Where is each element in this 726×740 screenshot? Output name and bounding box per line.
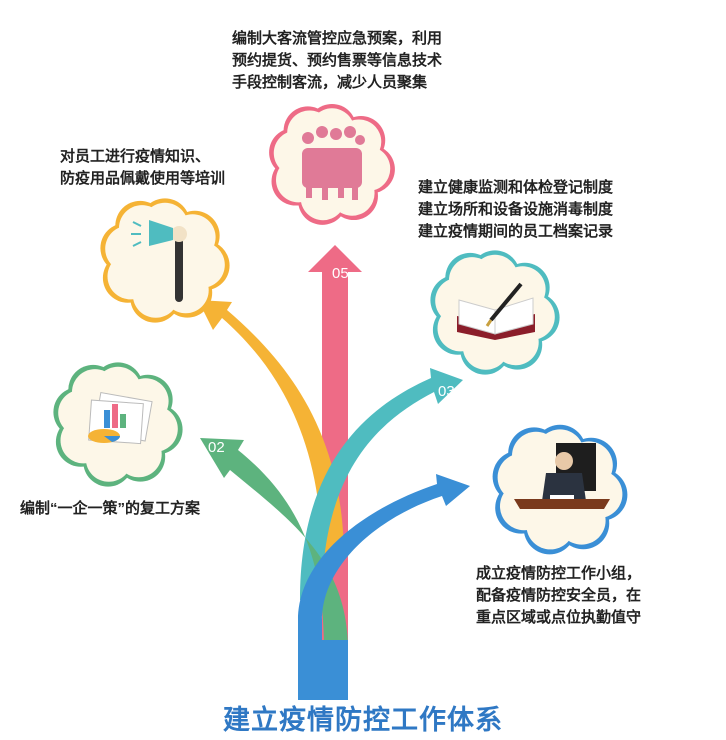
caption-01-line-3: 重点区域或点位执勤值守	[476, 609, 642, 626]
caption-05-line-3: 手段控制客流，减少人员聚集	[232, 74, 428, 91]
caption-03-line-2: 建立场所和设备设施消毒制度	[418, 201, 614, 218]
step-number-05: 05	[332, 265, 349, 282]
caption-03: 建立健康监测和体检登记制度 建立场所和设备设施消毒制度 建立疫情期间的员工档案记…	[418, 177, 613, 243]
cloud-02	[53, 362, 183, 487]
caption-02-line-1: 编制“一企一策”的复工方案	[20, 500, 201, 517]
caption-01-line-1: 成立疫情防控工作小组，	[476, 565, 642, 582]
caption-01-line-2: 配备疫情防控安全员，在	[476, 587, 642, 604]
cloud-05	[269, 103, 395, 225]
diagram-title: 建立疫情防控工作体系	[223, 705, 503, 735]
branch-02	[200, 438, 348, 650]
notebook-pen-icon	[457, 282, 535, 340]
caption-05-line-1: 编制大客流管控应急预案，利用	[232, 30, 443, 47]
step-number-04: 04	[210, 327, 227, 344]
caption-05: 编制大客流管控应急预案，利用 预约提货、预约售票等信息技术 手段控制客流，减少人…	[232, 28, 442, 94]
caption-04: 对员工进行疫情知识、 防疫用品佩戴使用等培训	[60, 146, 225, 190]
step-number-03: 03	[438, 383, 455, 400]
caption-01: 成立疫情防控工作小组， 配备疫情防控安全员，在 重点区域或点位执勤值守	[476, 563, 641, 629]
cloud-03	[430, 250, 560, 375]
branch-01	[298, 474, 470, 700]
caption-04-line-2: 防疫用品佩戴使用等培训	[60, 170, 226, 187]
crowd-icon	[302, 126, 365, 200]
branch-04	[198, 300, 344, 560]
caption-02: 编制“一企一策”的复工方案	[20, 498, 200, 520]
documents-chart-icon	[88, 391, 153, 445]
step-number-02: 02	[208, 439, 225, 456]
cloud-04	[100, 198, 230, 323]
caption-04-line-1: 对员工进行疫情知识、	[60, 148, 211, 165]
megaphone-icon	[131, 220, 187, 302]
caption-03-line-3: 建立疫情期间的员工档案记录	[418, 223, 614, 240]
step-number-01: 01	[438, 505, 455, 522]
caption-05-line-2: 预约提货、预约售票等信息技术	[232, 52, 443, 69]
caption-03-line-1: 建立健康监测和体检登记制度	[418, 179, 614, 196]
cloud-01	[492, 424, 628, 555]
office-desk-icon	[514, 443, 610, 509]
